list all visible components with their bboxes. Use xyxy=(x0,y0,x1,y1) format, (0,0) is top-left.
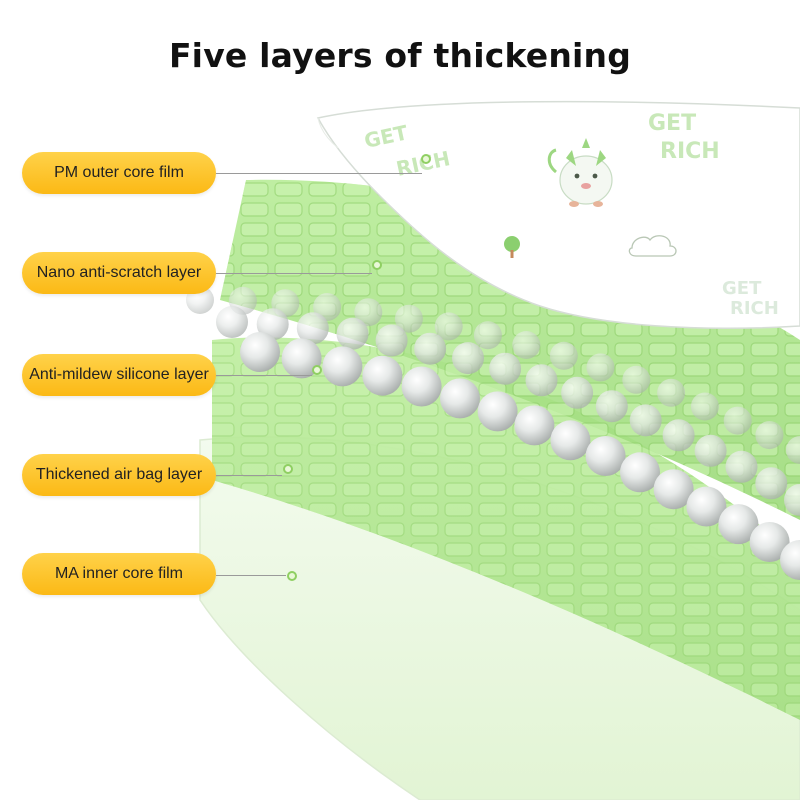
marker-dot-nano xyxy=(372,260,382,270)
print-text-rich-3: RICH xyxy=(730,298,779,319)
silicone-bead xyxy=(362,355,403,396)
silicone-bead xyxy=(622,365,651,394)
silicone-bead xyxy=(394,304,423,333)
silicone-bead xyxy=(414,332,447,365)
silicone-bead xyxy=(723,406,752,435)
silicone-bead xyxy=(354,298,383,327)
leader-line-air-bag xyxy=(216,475,282,476)
marker-dot-silicone xyxy=(312,365,322,375)
silicone-bead xyxy=(629,404,662,437)
silicone-bead xyxy=(313,293,342,321)
silicone-bead xyxy=(694,434,727,467)
tree-icon xyxy=(504,236,520,258)
silicone-bead xyxy=(786,436,800,464)
silicone-bead xyxy=(296,312,329,345)
silicone-bead xyxy=(375,324,408,357)
silicone-bead xyxy=(780,540,800,580)
leader-line-ma xyxy=(216,575,286,576)
silicone-bead xyxy=(561,376,594,409)
label-pm-outer-core-film: PM outer core film xyxy=(22,152,216,194)
silicone-bead xyxy=(549,341,578,370)
silicone-bead xyxy=(653,469,694,510)
silicone-bead xyxy=(595,390,628,423)
silicone-bead xyxy=(401,366,442,407)
leader-line-pm xyxy=(216,173,422,174)
marker-dot-pm xyxy=(421,154,431,164)
print-text-get-2: GET xyxy=(648,111,696,136)
label-ma-inner-core-film: MA inner core film xyxy=(22,553,216,595)
silicone-bead xyxy=(586,353,615,382)
silicone-bead xyxy=(452,342,484,375)
silicone-bead xyxy=(473,321,502,350)
silicone-bead xyxy=(662,419,695,452)
print-text-rich-2: RICH xyxy=(660,139,720,164)
cloud-icon xyxy=(628,235,677,257)
silicone-bead xyxy=(216,306,248,338)
marker-dot-ma xyxy=(287,571,297,581)
silicone-bead xyxy=(585,436,626,476)
silicone-bead xyxy=(514,405,555,446)
silicone-bead xyxy=(718,504,759,545)
silicone-bead xyxy=(690,392,719,421)
silicone-bead xyxy=(240,332,280,372)
label-anti-mildew-silicone-layer: Anti-mildew silicone layer xyxy=(22,354,216,396)
silicone-bead xyxy=(434,312,463,341)
page-title: Five layers of thickening xyxy=(168,36,632,75)
silicone-bead xyxy=(512,331,541,359)
silicone-bead xyxy=(281,338,322,379)
silicone-bead xyxy=(755,421,784,450)
silicone-bead xyxy=(686,486,727,527)
label-nano-anti-scratch-layer: Nano anti-scratch layer xyxy=(22,252,216,294)
silicone-bead xyxy=(440,378,480,419)
silicone-bead xyxy=(336,317,369,350)
silicone-bead xyxy=(489,352,522,385)
silicone-bead xyxy=(620,452,660,493)
silicone-bead xyxy=(755,467,788,500)
silicone-bead xyxy=(725,450,758,483)
leader-line-nano xyxy=(216,273,372,274)
silicone-bead xyxy=(256,308,289,341)
silicone-bead xyxy=(477,391,518,432)
silicone-bead xyxy=(657,378,686,407)
leader-line-silicone xyxy=(216,375,312,376)
label-thickened-air-bag-layer: Thickened air bag layer xyxy=(22,454,216,496)
silicone-bead xyxy=(550,420,591,461)
silicone-bead xyxy=(322,346,363,387)
silicone-bead xyxy=(784,484,800,516)
print-text-get-3: GET xyxy=(722,278,762,299)
layer-silicone-beads xyxy=(186,286,800,580)
marker-dot-air-bag xyxy=(283,464,293,474)
silicone-bead xyxy=(525,364,558,397)
dragon-mascot-icon xyxy=(547,138,613,207)
layer-pm-outer-film: GET RICH GET RICH GET RICH xyxy=(316,100,800,329)
silicone-bead xyxy=(749,522,790,562)
